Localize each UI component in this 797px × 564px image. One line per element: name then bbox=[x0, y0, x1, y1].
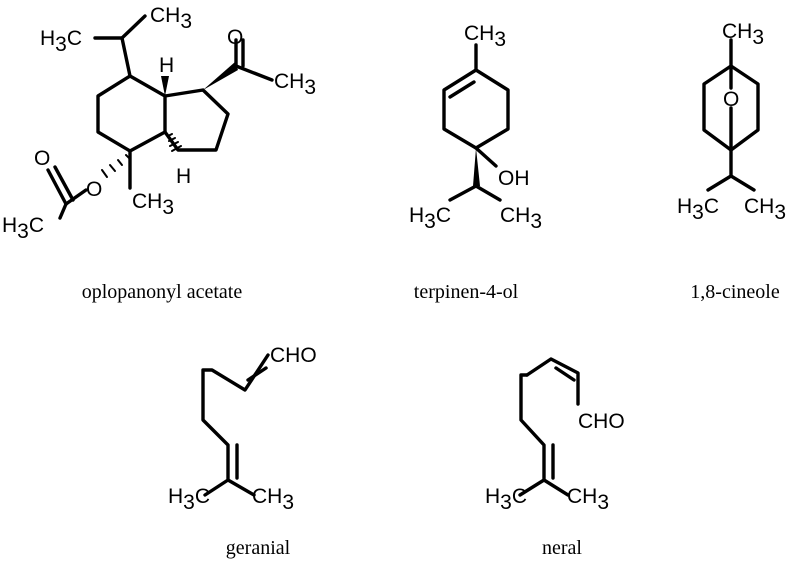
atom-cho: CHO bbox=[270, 344, 317, 367]
atom-o-ester: O bbox=[86, 178, 102, 201]
atom-ch3-top: CH3 bbox=[150, 4, 192, 33]
atom-oh: OH bbox=[498, 167, 530, 190]
atom-h-top: H bbox=[159, 54, 174, 77]
caption-neral: neral bbox=[542, 537, 582, 559]
atom-o-bridge: O bbox=[723, 88, 739, 111]
atom-ch3-top: CH3 bbox=[464, 22, 506, 51]
hashed-bond-o-ester bbox=[101, 154, 131, 178]
atom-ch3-ring: CH3 bbox=[132, 190, 174, 219]
atom-h3c-top: H3C bbox=[40, 27, 82, 56]
atom-ch3-right: CH3 bbox=[567, 485, 609, 514]
caption-oplopanonyl-acetate: oplopanonyl acetate bbox=[82, 281, 243, 303]
hashed-bond-h-bottom bbox=[167, 133, 182, 152]
atom-cho: CHO bbox=[578, 410, 625, 433]
atom-h3c-left: H3C bbox=[168, 485, 210, 514]
caption-terpinen-4-ol: terpinen-4-ol bbox=[414, 281, 519, 303]
atom-o-ketone: O bbox=[227, 26, 243, 49]
molecule-neral: CHO H3C CH3 neral bbox=[485, 357, 625, 559]
molecule-geranial: CHO H3C CH3 geranial bbox=[168, 344, 317, 559]
caption-1-8-cineole: 1,8-cineole bbox=[690, 281, 780, 303]
molecule-oplopanonyl-acetate: H3C CH3 O H CH3 O O H CH3 H3C oplopanony… bbox=[2, 4, 316, 303]
atom-h3c-left: H3C bbox=[409, 204, 451, 233]
atom-ch3-right: CH3 bbox=[744, 195, 786, 224]
atom-ch3-right: CH3 bbox=[252, 485, 294, 514]
atom-ch3-right: CH3 bbox=[500, 204, 542, 233]
caption-geranial: geranial bbox=[226, 537, 291, 559]
atom-o-ester-carbonyl: O bbox=[34, 147, 50, 170]
molecule-terpinen-4-ol: CH3 OH H3C CH3 terpinen-4-ol bbox=[409, 22, 542, 303]
atom-ch3-acetyl: CH3 bbox=[274, 70, 316, 99]
atom-h-bottom: H bbox=[176, 165, 191, 188]
atom-h3c-left: H3C bbox=[677, 195, 719, 224]
molecule-1-8-cineole: CH3 O H3C CH3 1,8-cineole bbox=[677, 20, 786, 303]
atom-h3c-left: H3C bbox=[485, 485, 527, 514]
atom-h3c-acetate: H3C bbox=[2, 214, 44, 243]
atom-ch3-top: CH3 bbox=[722, 20, 764, 49]
